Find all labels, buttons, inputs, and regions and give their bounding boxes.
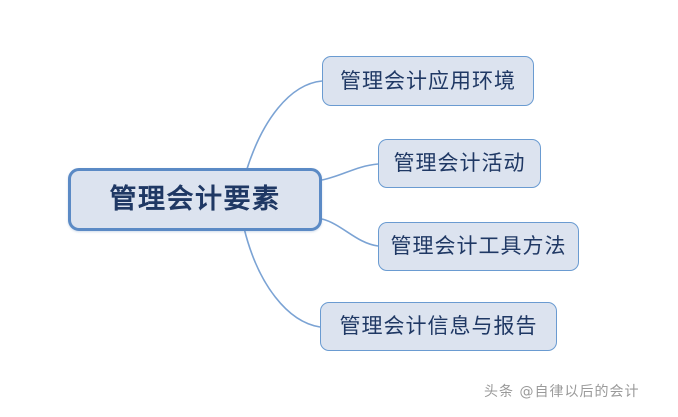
branch-node-tools-methods[interactable]: 管理会计工具方法 bbox=[378, 222, 579, 271]
branch-node-label: 管理会计应用环境 bbox=[340, 68, 516, 93]
branch-node-label: 管理会计活动 bbox=[393, 151, 526, 175]
connector-to-branch-3 bbox=[243, 227, 321, 328]
branch-node-label: 管理会计信息与报告 bbox=[339, 314, 538, 338]
watermark: 头条 @自律以后的会计 bbox=[484, 384, 640, 400]
connector-to-branch-1 bbox=[321, 163, 379, 181]
branch-node-activities[interactable]: 管理会计活动 bbox=[378, 139, 541, 188]
center-node-label: 管理会计要素 bbox=[109, 184, 281, 215]
connector-to-branch-2 bbox=[321, 218, 379, 247]
connector-to-branch-0 bbox=[245, 80, 323, 173]
branch-node-application-environment[interactable]: 管理会计应用环境 bbox=[322, 56, 534, 106]
center-node[interactable]: 管理会计要素 bbox=[68, 168, 322, 231]
branch-node-information-reports[interactable]: 管理会计信息与报告 bbox=[320, 302, 557, 351]
branch-node-label: 管理会计工具方法 bbox=[390, 234, 567, 258]
